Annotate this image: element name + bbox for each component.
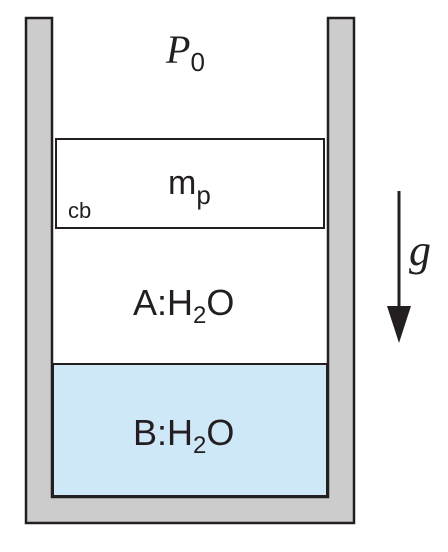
pressure-symbol: P	[165, 27, 190, 72]
ambient-pressure-label: P0	[165, 27, 205, 77]
region-b-subscript: 2	[193, 432, 206, 459]
region-b-label: B:H2O	[133, 412, 234, 459]
gravity-arrow-head	[387, 306, 411, 343]
gravity-arrow	[387, 191, 411, 343]
region-b-liquid	[52, 363, 328, 497]
pressure-subscript: 0	[190, 47, 204, 77]
region-b-suffix: O	[206, 412, 234, 453]
region-b-prefix: B:H	[133, 412, 193, 453]
region-a-suffix: O	[206, 282, 234, 323]
region-a-prefix: A:H	[133, 282, 193, 323]
region-a-subscript: 2	[193, 302, 206, 329]
piston-mass-base: m	[168, 164, 196, 202]
control-boundary-label: cb	[68, 198, 91, 223]
piston	[55, 138, 325, 229]
region-a-label: A:H2O	[133, 282, 234, 329]
piston-mass-label: mp	[168, 164, 211, 210]
cylinder-wall	[24, 16, 356, 525]
gravity-label: g	[409, 226, 431, 275]
piston-mass-subscript: p	[196, 180, 210, 210]
